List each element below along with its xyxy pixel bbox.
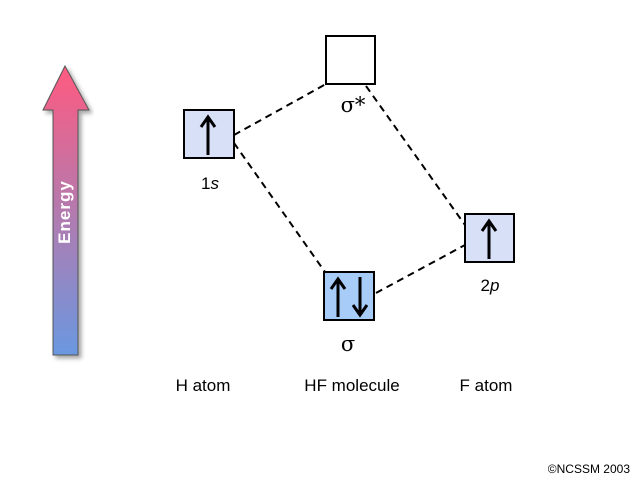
electron-down-icon — [351, 277, 369, 318]
label-num: 1 — [201, 174, 211, 193]
sigma-star-label: σ* — [340, 93, 366, 117]
label-num: 2 — [480, 276, 490, 295]
electron-up-icon — [480, 218, 498, 259]
sigma-star-box — [325, 35, 376, 85]
h-1s-label: 1s — [201, 174, 219, 194]
sigma-box — [323, 271, 375, 321]
electron-up-icon — [329, 276, 347, 317]
column-hf-molecule: HF molecule — [304, 376, 400, 395]
copyright: ©NCSSM 2003 — [547, 462, 630, 476]
dash-1s-sigmastar — [233, 83, 327, 136]
label-sub: s — [210, 174, 219, 193]
f-2p-label: 2p — [481, 276, 500, 296]
column-f-atom: F atom — [459, 376, 513, 395]
sigma-label: σ — [340, 332, 356, 356]
column-h-atom: H atom — [175, 376, 231, 395]
energy-arrow — [42, 64, 90, 356]
label-sub: p — [490, 276, 500, 295]
electron-up-icon — [199, 114, 217, 155]
energy-label: Energy — [55, 180, 74, 244]
dash-2p-sigmastar — [365, 85, 466, 226]
dash-1s-sigma — [233, 142, 326, 273]
dash-2p-sigma — [375, 244, 466, 294]
